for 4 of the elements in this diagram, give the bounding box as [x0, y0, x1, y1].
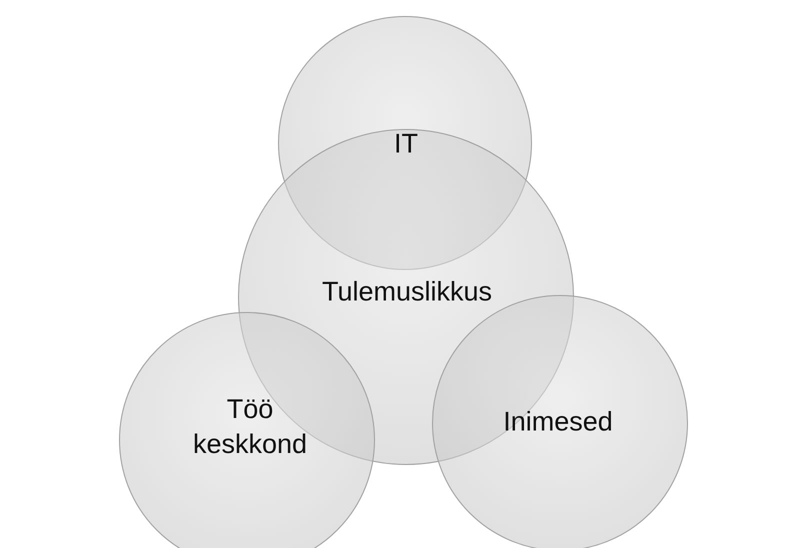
circle-label: IT: [393, 127, 419, 160]
circle-label: Töö keskkond: [192, 392, 308, 461]
circle-label: Inimesed: [502, 405, 614, 438]
circle-label: Tulemuslikkus: [320, 275, 494, 308]
